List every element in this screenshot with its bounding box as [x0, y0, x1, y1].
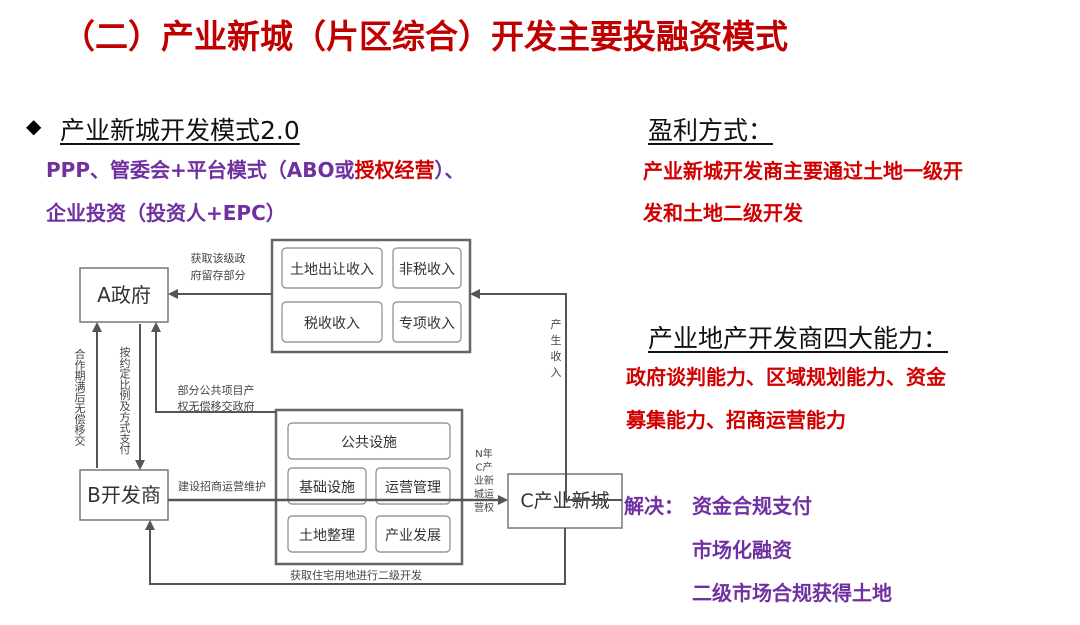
profit-line2: 发和土地二级开发: [643, 201, 803, 225]
project-box-5: [375, 515, 451, 553]
project-label-4: 土地整理: [299, 528, 355, 544]
project-label-3: 运营管理: [385, 480, 441, 496]
label-transfer-1: 部分公共项目产: [178, 383, 255, 397]
revenue-box-3: [281, 301, 383, 343]
left-heading: 产业新城开发模式2.0: [60, 116, 300, 145]
vtext-right-char: 入: [551, 366, 562, 379]
vtext-left1-char: 后: [75, 391, 86, 404]
abilities-line2: 募集能力、招商运营能力: [626, 408, 846, 432]
label-residential-land: 获取住宅用地进行二级开发: [290, 568, 422, 582]
arrow-project-to-gov: [151, 322, 276, 413]
left-line1-part-c: ）、: [434, 158, 465, 182]
project-box-2: [287, 467, 367, 505]
revenue-box-4: [392, 301, 462, 343]
vtext-right-char: 收: [551, 349, 562, 363]
vtext-left1-char: 无: [75, 402, 86, 415]
label-gov-retained-2: 府留存部分: [191, 268, 246, 282]
vtext-left1-char: 合: [75, 347, 86, 361]
abilities-heading: 产业地产开发商四大能力：: [648, 324, 949, 353]
project-label-2: 基础设施: [299, 479, 355, 496]
vtext-left1-char: 移: [75, 424, 86, 437]
vtext-n-char: C产: [476, 461, 493, 474]
vtext-left2-char: 例: [120, 388, 131, 402]
project-label-1: 公共设施: [341, 435, 397, 451]
vtext-n-char: 业新: [474, 474, 494, 487]
revenue-label-2: 非税收入: [399, 262, 455, 278]
revenue-label-3: 税收收入: [304, 316, 360, 332]
revenue-box-2: [392, 247, 462, 289]
project-box-4: [287, 515, 367, 553]
label-transfer-2: 权无偿移交政府: [178, 399, 255, 413]
dev-box: [79, 469, 169, 521]
vtext-left2-char: 按: [120, 345, 131, 359]
project-label-5: 产业发展: [385, 528, 441, 544]
vtext-right-char: 产: [551, 317, 562, 331]
vtext-left2-char: 约: [120, 357, 131, 370]
vtext-left2-char: 式: [120, 422, 131, 435]
left-line1: PPP、管委会+平台模式（ABO或授权经营）、: [46, 154, 464, 183]
profit-heading: 盈利方式：: [648, 116, 774, 145]
solution-item1: 资金合规支付: [692, 494, 812, 518]
vtext-left2-char: 定: [120, 367, 131, 381]
vtext-n-char: 城运: [474, 489, 494, 501]
solution-item3: 二级市场合规获得土地: [692, 581, 892, 605]
revenue-label-1: 土地出让收入: [290, 262, 374, 278]
vtext-left1-char: 偿: [75, 412, 86, 426]
arrow-city-to-revenue: [470, 289, 622, 501]
gov-box: [79, 267, 169, 323]
dev-label: B开发商: [87, 483, 161, 507]
project-box-3: [375, 467, 451, 505]
profit-line1: 产业新城开发商主要通过土地一级开: [643, 159, 963, 183]
vtext-left2-char: 方: [120, 410, 131, 424]
label-gov-retained-1: 获取该级政: [191, 251, 246, 265]
bullet-diamond-icon: ◆: [26, 114, 42, 138]
vtext-left1-char: 期: [75, 370, 86, 383]
left-line1-part-b: 授权经营: [354, 158, 435, 182]
gov-label: A政府: [97, 283, 151, 307]
vtext-left2-char: 付: [120, 443, 131, 456]
vtext-n-char: 营权: [474, 501, 494, 514]
project-box-1: [287, 422, 451, 460]
label-build-operate: 建设招商运营维护: [178, 479, 266, 493]
solution-item2: 市场化融资: [692, 538, 792, 562]
solution-label: 解决：: [624, 494, 684, 518]
page-title: （二）产业新城（片区综合）开发主要投融资模式: [62, 17, 788, 56]
vtext-left2-char: 支: [120, 432, 131, 445]
arrow-city-to-dev: [145, 520, 566, 585]
vtext-right-char: 生: [551, 333, 562, 347]
vtext-left2-char: 比: [120, 378, 131, 391]
left-line2: 企业投资（投资人+EPC）: [46, 201, 286, 225]
left-line1-part-a: PPP、管委会+平台模式（ABO或: [46, 158, 355, 182]
abilities-line1: 政府谈判能力、区域规划能力、资金: [626, 365, 946, 389]
revenue-box-1: [281, 247, 383, 289]
vtext-n-char: N年: [475, 447, 492, 460]
vtext-left1-char: 交: [75, 433, 86, 447]
revenue-label-4: 专项收入: [399, 316, 455, 332]
vtext-left1-char: 作: [75, 359, 86, 372]
vtext-left1-char: 满: [75, 380, 86, 393]
vtext-left2-char: 及: [120, 400, 131, 413]
